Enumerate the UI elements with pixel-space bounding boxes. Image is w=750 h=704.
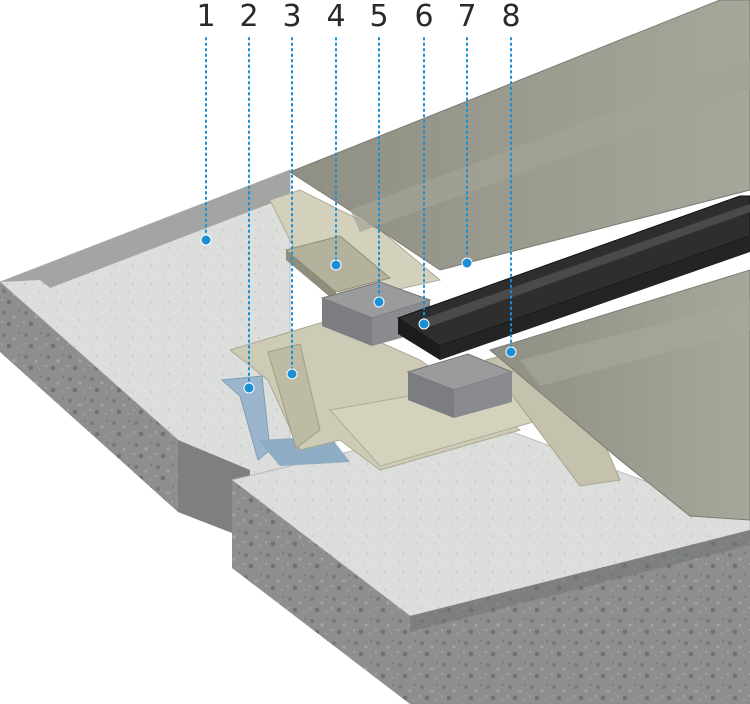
right-concrete-slab — [230, 419, 750, 704]
callout-number-1: 1 — [196, 0, 215, 34]
joint-gasket — [396, 195, 750, 360]
callout-1: 1 — [196, 0, 216, 246]
block-lower-side — [454, 372, 512, 418]
right-slab-edge-shade — [410, 530, 750, 632]
cover-sheet-lower-rib — [520, 300, 750, 386]
leader-dot-5 — [373, 296, 385, 308]
leader-dot-7 — [461, 257, 473, 269]
gasket-groove — [420, 204, 750, 328]
leader-dot-2 — [243, 382, 255, 394]
leader-dot-1 — [200, 234, 212, 246]
cover-sheet-rib — [350, 60, 750, 232]
callout-number-7: 7 — [457, 0, 476, 34]
gasket-side — [440, 236, 750, 360]
callout-number-6: 6 — [414, 0, 433, 34]
leader-dot-3 — [286, 368, 298, 380]
block-lower-front — [408, 372, 454, 418]
right-slab-front — [232, 480, 410, 704]
leader-dot-6 — [418, 318, 430, 330]
leader-dot-8 — [505, 346, 517, 358]
callout-number-8: 8 — [501, 0, 520, 34]
left-slab-rim — [0, 170, 290, 288]
callout-number-3: 3 — [282, 0, 301, 34]
right-slab-side — [410, 530, 750, 704]
callout-6: 6 — [414, 0, 434, 330]
leader-dot-4 — [330, 259, 342, 271]
membrane-fold — [267, 343, 321, 449]
callout-2: 2 — [239, 0, 259, 394]
callout-4: 4 — [326, 0, 346, 271]
left-slab-front — [0, 282, 178, 512]
callout-number-5: 5 — [369, 0, 388, 34]
block-upper-front — [322, 298, 372, 346]
callout-number-2: 2 — [239, 0, 258, 34]
callout-5: 5 — [369, 0, 389, 308]
callout-3: 3 — [282, 0, 302, 380]
callout-7: 7 — [457, 0, 477, 269]
callout-number-4: 4 — [326, 0, 345, 34]
callout-8: 8 — [501, 0, 521, 358]
gasket-front — [398, 318, 440, 360]
cover-sheet — [288, 0, 750, 521]
